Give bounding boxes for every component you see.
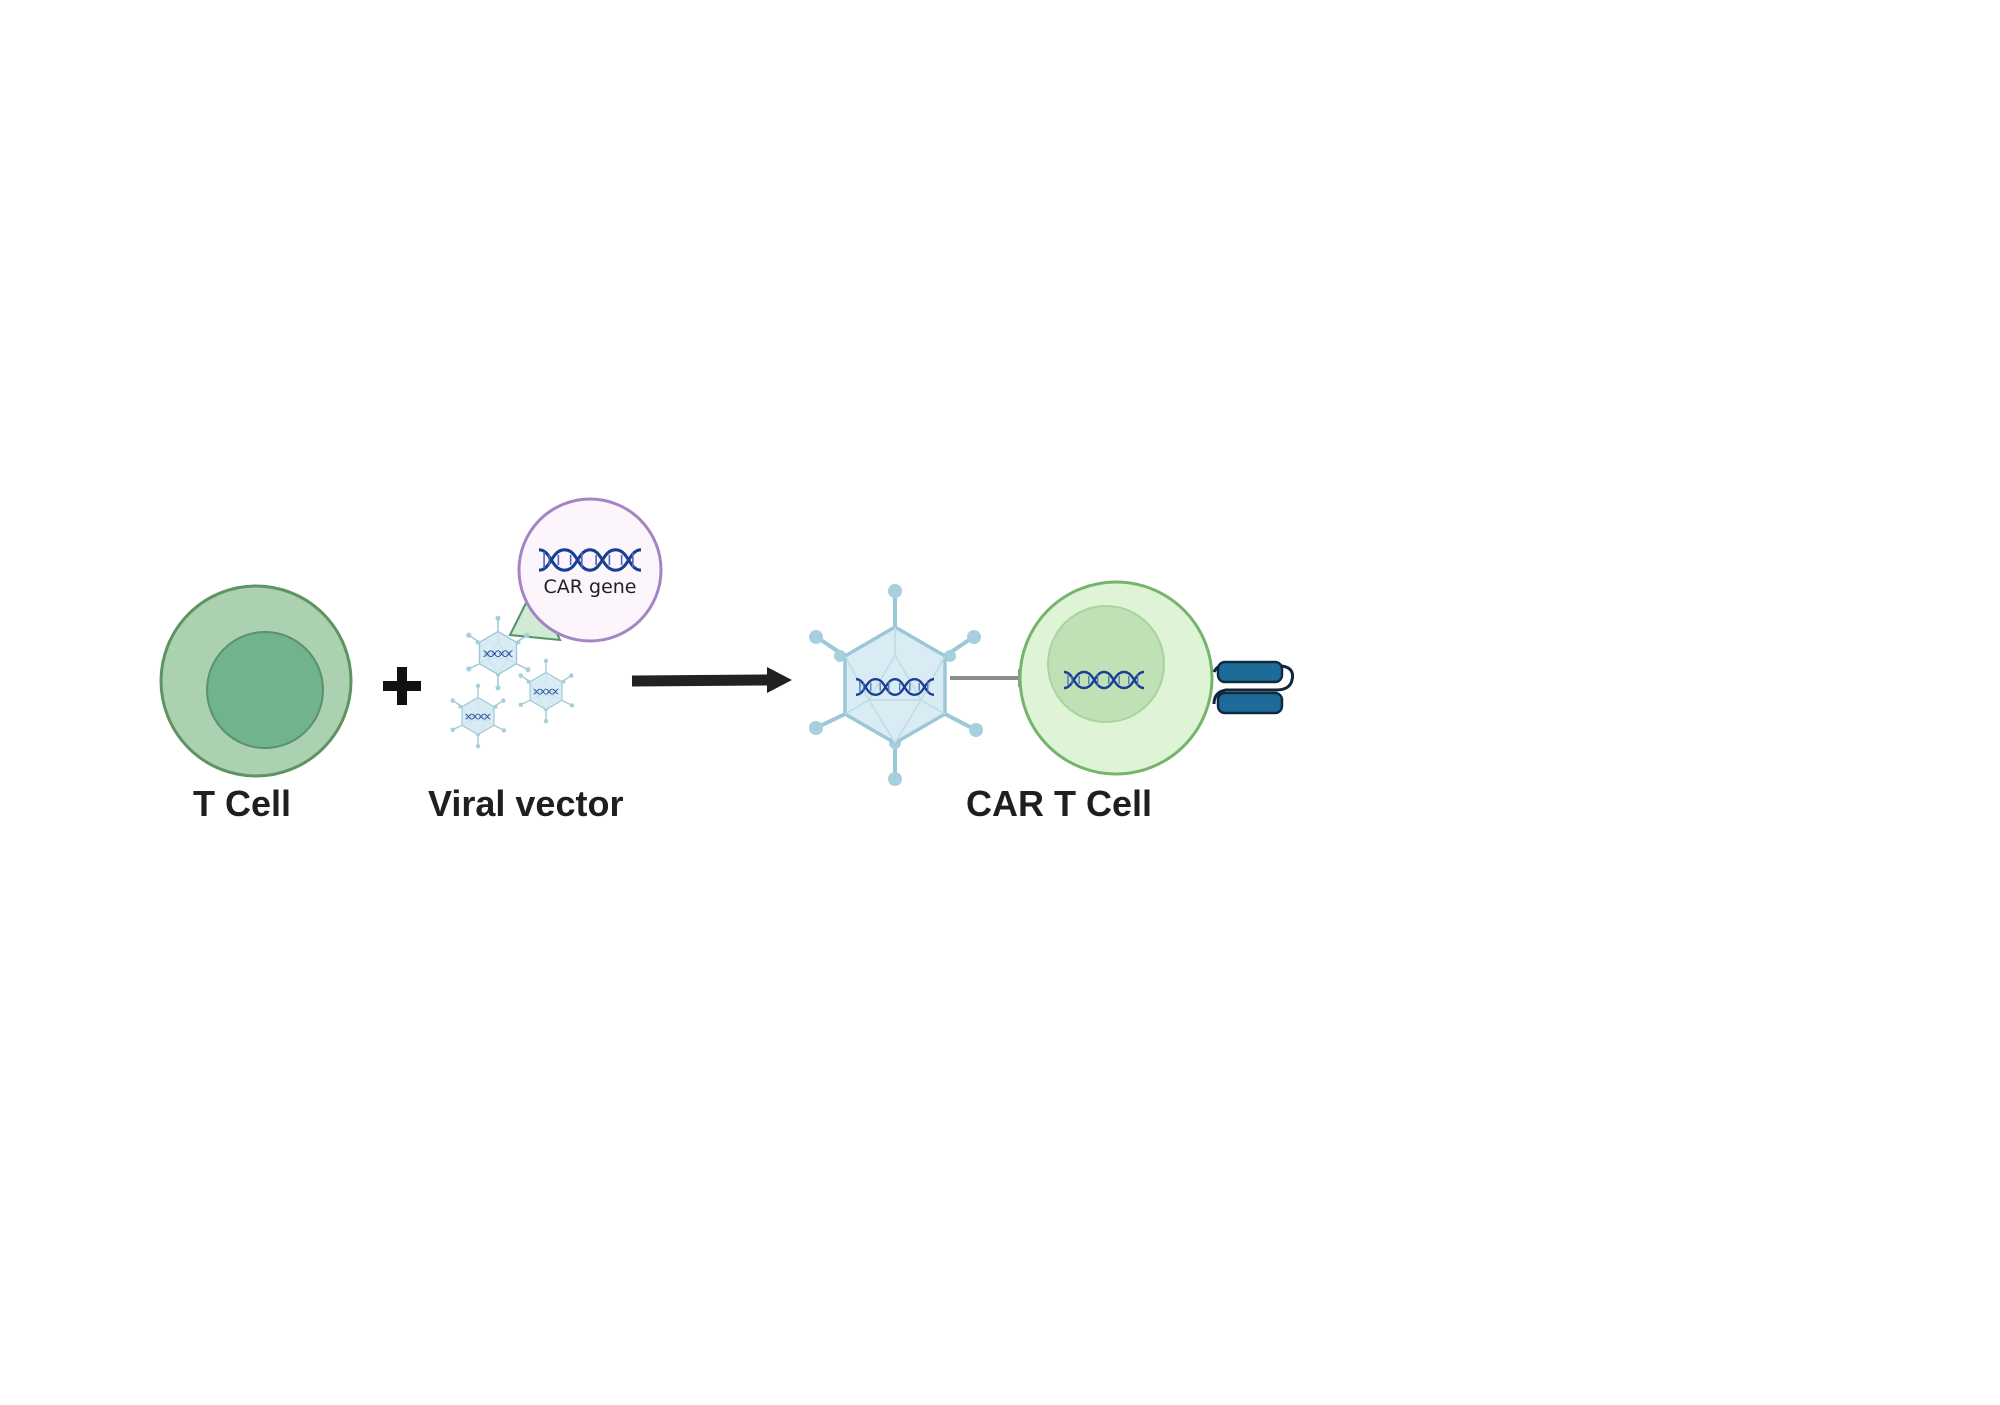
plus-icon [383,667,421,705]
car-receptor-icon [1212,660,1294,715]
car-gene-label: CAR gene [544,576,637,598]
process-arrow-icon [631,667,792,693]
t-cell-label: T Cell [193,783,292,824]
t-cell-icon [159,584,353,778]
large-viral-vector-icon [809,584,983,786]
viral-vector-label: Viral vector [428,783,624,824]
car-t-cell-label: CAR T Cell [966,783,1153,824]
car-gene-bubble: CAR gene [517,497,663,643]
car-t-cell-icon [1018,580,1214,776]
